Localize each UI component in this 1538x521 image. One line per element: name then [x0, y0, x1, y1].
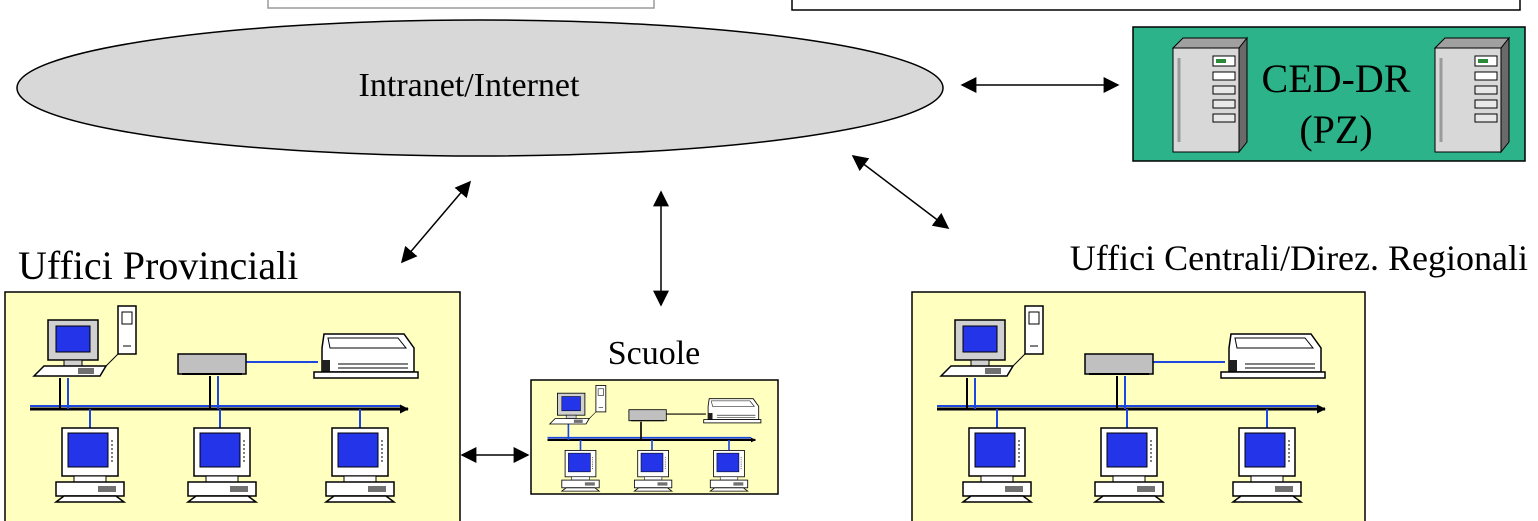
ced-label-line2: (PZ)	[1299, 107, 1372, 152]
hub-icon	[177, 353, 247, 375]
provincial-lan-box	[4, 291, 461, 521]
central-offices-label: Uffici Centrali/Direz. Regionali	[1070, 238, 1528, 278]
printer-icon	[313, 333, 419, 379]
pc-icon	[1232, 427, 1302, 503]
ced-box: CED-DR (PZ)	[1132, 26, 1526, 162]
hub-icon	[1084, 353, 1154, 375]
pc-icon	[55, 427, 125, 503]
ced-label-line1: CED-DR	[1262, 56, 1411, 101]
pc-icon	[325, 427, 395, 503]
arrow-cloud-provincial	[400, 180, 472, 264]
hub-icon	[628, 409, 667, 422]
server-icon	[1171, 36, 1249, 154]
schools-lan-box	[530, 379, 779, 495]
central-lan-box	[911, 291, 1366, 521]
pc-icon	[633, 449, 673, 492]
pc-icon	[709, 449, 749, 492]
pc-icon	[187, 427, 257, 503]
provincial-offices-label: Uffici Provinciali	[18, 243, 298, 288]
network-label: Intranet/Internet	[359, 67, 580, 104]
printer-icon	[703, 398, 762, 424]
pc-icon	[962, 427, 1032, 503]
schools-label: Scuole	[608, 335, 701, 372]
printer-icon	[1220, 333, 1326, 379]
top-left-box	[267, 0, 655, 9]
server-icon	[1433, 36, 1511, 154]
lan-segment	[30, 361, 409, 428]
network-cloud: Intranet/Internet	[16, 19, 944, 157]
top-right-box	[791, 0, 1521, 11]
pc-icon	[1094, 427, 1164, 503]
pc-icon	[561, 449, 600, 492]
arrow-cloud-central	[851, 155, 950, 229]
